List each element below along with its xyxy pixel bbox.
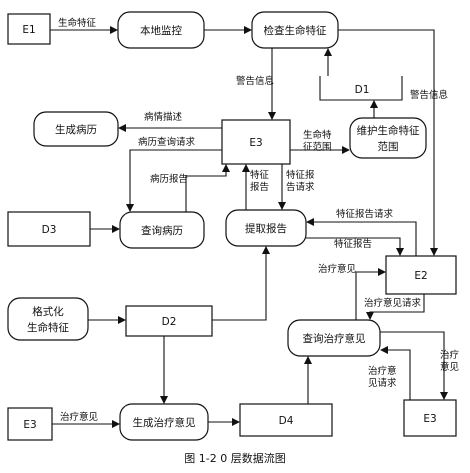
entity-e2 xyxy=(385,255,457,295)
process-format-signs-label-2: 生命特征 xyxy=(27,321,69,334)
entity-d3 xyxy=(7,211,91,247)
process-local-monitor-label: 本地监控 xyxy=(140,24,182,37)
flow-warning-left-label: 警告信息 xyxy=(236,75,274,87)
flow-d2-extract xyxy=(212,246,270,321)
process-format-signs xyxy=(7,297,89,341)
flow-opinion-req-short-label-1: 治疗意 xyxy=(368,365,397,377)
figure-caption: 图 1-2 0 层数据流图 xyxy=(184,451,285,465)
store-d2-label: D2 xyxy=(162,316,177,328)
entity-e1 xyxy=(7,13,51,45)
flow-sign-report-label-2: 报告 xyxy=(250,181,269,193)
process-query-opinion xyxy=(287,319,381,357)
entity-e3-right xyxy=(403,399,457,437)
process-gen-opinion-label: 生成治疗意见 xyxy=(133,416,196,429)
store-d1 xyxy=(319,76,403,101)
entity-d3-label: D3 xyxy=(42,224,57,236)
entity-e3-left-label: E3 xyxy=(23,419,36,431)
flow-query-e3right xyxy=(380,331,448,400)
process-maintain-range-label-1: 维护生命特征 xyxy=(357,124,420,137)
store-d2 xyxy=(125,305,213,337)
flow-opinion-req-short-label-2: 见请求 xyxy=(368,377,397,389)
process-query-record-label: 查询病历 xyxy=(141,224,183,237)
flow-treatment-opinion-1-label: 治疗意见 xyxy=(318,263,356,275)
process-maintain-range-label-2: 范围 xyxy=(378,140,399,153)
entity-e2-label: E2 xyxy=(414,270,427,282)
flow-sign-report-req-label-1: 特征报 xyxy=(286,169,315,181)
flow-condition-desc-label: 病情描述 xyxy=(144,111,183,123)
process-query-opinion-label: 查询治疗意见 xyxy=(303,332,366,345)
flow-record-query-req-label: 病历查询请求 xyxy=(138,136,196,148)
store-d1-label: D1 xyxy=(355,84,370,96)
process-format-signs-label-1: 格式化 xyxy=(32,305,64,318)
process-check-signs-label: 检查生命特征 xyxy=(264,24,327,37)
process-query-record xyxy=(119,211,205,249)
entity-e3-top xyxy=(221,119,291,165)
flow-e2-query xyxy=(366,294,425,320)
flow-treatment-opinion-3-label-1: 治疗 xyxy=(440,349,460,361)
flow-record-report-label: 病历报告 xyxy=(150,173,188,185)
store-d4-label: D4 xyxy=(279,415,294,427)
flow-sign-report-req-2-label: 特征报告请求 xyxy=(336,208,394,220)
flow-opinion-req-label: 治疗意见请求 xyxy=(364,297,422,309)
entity-e3-top-label: E3 xyxy=(249,137,262,149)
flow-signs-range-label-1: 生命特 xyxy=(303,129,332,141)
flow-query-e2 xyxy=(355,268,386,320)
process-maintain-range xyxy=(349,117,427,159)
entity-e3-right-label: E3 xyxy=(423,413,436,425)
flow-e3-queryrecord xyxy=(126,149,222,212)
flow-treatment-opinion-2-label: 治疗意见 xyxy=(60,411,98,423)
flow-extract-e2 xyxy=(306,237,404,256)
entity-e3-left xyxy=(7,407,53,441)
flow-treatment-opinion-3-label-2: 意见 xyxy=(440,361,459,373)
flow-signs-range-label-2: 征范围 xyxy=(303,141,332,153)
process-extract-report-label: 提取报告 xyxy=(245,222,287,235)
entity-e1-label: E1 xyxy=(22,24,35,36)
flow-sign-report-req-label-2: 告请求 xyxy=(286,181,315,193)
flow-warning-right-label: 警告信息 xyxy=(410,89,448,101)
flow-sign-report-2-label: 特征报告 xyxy=(334,238,372,250)
flow-sign-report-label-1: 特征 xyxy=(250,169,270,181)
flow-e2-extract xyxy=(306,218,417,256)
flow-vital-signs-label: 生命特征 xyxy=(58,17,97,29)
flow-e3right-query xyxy=(380,346,411,400)
flow-queryrecord-e3 xyxy=(185,164,230,212)
flow-check-e2 xyxy=(338,29,438,256)
store-d4 xyxy=(239,403,333,437)
process-gen-record-label: 生成病历 xyxy=(55,123,97,136)
